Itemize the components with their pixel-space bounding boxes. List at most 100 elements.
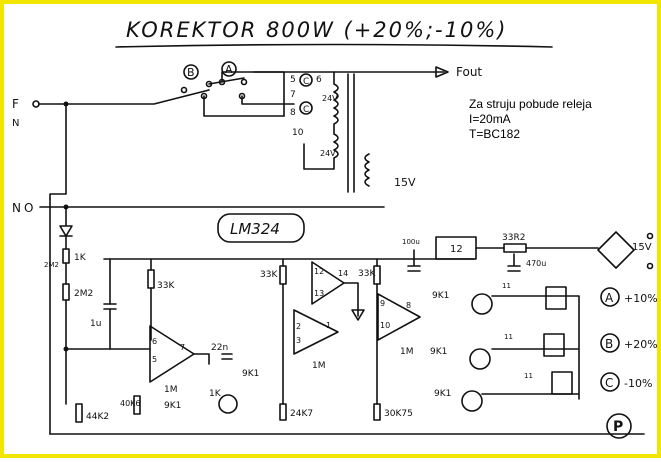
diode-11a-label: 11 [502, 282, 511, 290]
tap-5: 5 [290, 75, 296, 85]
resistor-1m-b-label: 1M [312, 361, 326, 371]
resistor-24k7 [279, 403, 287, 421]
resistor-1k-label: 1K [74, 253, 87, 263]
switch-a-label: A [225, 63, 233, 76]
pin-1: 1 [326, 321, 331, 330]
resistor-33k-a-label: 33K [157, 281, 175, 291]
terminal-n2-label: N [12, 201, 21, 215]
relay-note-line1: Za struju pobude releja [469, 97, 592, 111]
diode-out [343, 282, 365, 321]
relay-note-line2: I=20mA [469, 112, 511, 126]
mode-b-value: +20% [624, 338, 658, 351]
terminal-f-label: F [12, 97, 19, 111]
mode-c-circle [600, 372, 620, 392]
ac-terminal [646, 262, 654, 270]
resistor-9k1-c-label: 9K1 [432, 291, 449, 301]
chip-bubble [217, 213, 305, 243]
transformer-secondary [364, 153, 370, 187]
bridge-rectifier [597, 231, 635, 269]
opamp-2 [293, 309, 339, 355]
winding-24v-b-label: 24V [320, 149, 336, 158]
mode-c-label: C [605, 376, 613, 390]
author-logo [606, 413, 632, 439]
resistor-33k-b [279, 265, 287, 285]
ac-terminal [646, 232, 654, 240]
pin-14: 14 [338, 269, 348, 278]
contact [180, 86, 188, 94]
pin-7: 7 [180, 343, 185, 352]
diode-11c-label: 11 [524, 372, 533, 380]
capacitor-22n [221, 353, 233, 360]
resistor-2m2-label: 2M2 [74, 289, 93, 299]
author-logo-text: P [613, 419, 623, 435]
relay-coil-a [545, 286, 567, 310]
switch-b-wiring [203, 95, 295, 117]
relay-note: Za struju pobude releja I=20mA T=BC182 [469, 97, 592, 142]
transistor-1 [218, 394, 238, 414]
resistor-1k [62, 248, 70, 264]
resistor-2m2 [62, 283, 70, 301]
resistor-44k2-label: 44K2 [86, 412, 109, 422]
pin-13: 13 [314, 289, 324, 298]
wire [193, 353, 210, 365]
mode-a-value: +10% [624, 292, 658, 305]
secondary-15v-label: 15V [394, 176, 416, 189]
transformer-core [347, 73, 355, 193]
mode-b-label: B [605, 337, 613, 351]
opamp-4 [377, 293, 421, 341]
wire [65, 299, 151, 350]
resistor-33k-c-label: 33K [358, 269, 376, 279]
resistor-40k6-label: 40K6 [120, 399, 141, 408]
resistor-33r2-label: 33R2 [502, 233, 525, 243]
pin-12: 12 [314, 267, 324, 276]
tap-6: 6 [316, 75, 322, 85]
resistor-30k75-label: 30K75 [384, 409, 413, 419]
mode-a-label: A [605, 291, 614, 305]
resistor-9k1-e-label: 9K1 [434, 389, 451, 399]
f-line [38, 89, 210, 105]
resistor-24k7-label: 24K7 [290, 409, 313, 419]
mode-c-value: -10% [624, 377, 652, 390]
relay-note-line3: T=BC182 [469, 127, 521, 141]
resistor-33k-b-label: 33K [260, 270, 278, 280]
pin-3: 3 [296, 336, 301, 345]
fout-label: Fout [456, 65, 482, 79]
resistor-9k1-d-label: 9K1 [430, 347, 447, 357]
capacitor-470u-label: 470u [526, 259, 546, 268]
tap-10: 10 [292, 128, 304, 138]
resistor-9k1-b-label: 9K1 [242, 369, 259, 379]
pin-8: 8 [406, 301, 411, 310]
opamp-1 [149, 325, 195, 383]
pin-10: 10 [380, 321, 390, 330]
capacitor-100u [407, 249, 421, 272]
transistor-c [461, 390, 483, 412]
pin-6: 6 [152, 337, 157, 346]
tap-8: 8 [290, 108, 296, 118]
switch-a-wiring [208, 71, 285, 117]
switch-c-circle [299, 73, 313, 87]
switch-a-circle [221, 61, 237, 77]
resistor-2m2-side-label: 2M2 [44, 261, 59, 269]
chip-label: LM324 [230, 220, 280, 238]
pin-9: 9 [380, 299, 385, 308]
winding-24v-label: 24V [322, 94, 338, 103]
capacitor-470u [507, 253, 521, 272]
relay-coil-c [551, 371, 573, 395]
relay-wiring [481, 295, 580, 400]
transistor-b [469, 348, 491, 370]
fout-arrow [435, 66, 449, 78]
switch-c2-circle [299, 101, 313, 115]
title-underline [115, 43, 553, 48]
resistor-1m-a-label: 1M [164, 385, 178, 395]
f-feed [49, 103, 67, 200]
terminal-o-label: O [24, 201, 33, 215]
resistor-9k1-a-label: 9K1 [164, 401, 181, 411]
diagram-title: KOREKTOR 800W (+20%;-10%) [126, 18, 508, 42]
transformer-primary [303, 71, 339, 170]
resistor-33r2 [503, 243, 527, 253]
capacitor-22n-label: 22n [211, 343, 228, 353]
terminal-f [32, 100, 40, 108]
resistor-30k75 [373, 403, 381, 421]
opamp-3 [311, 261, 345, 305]
